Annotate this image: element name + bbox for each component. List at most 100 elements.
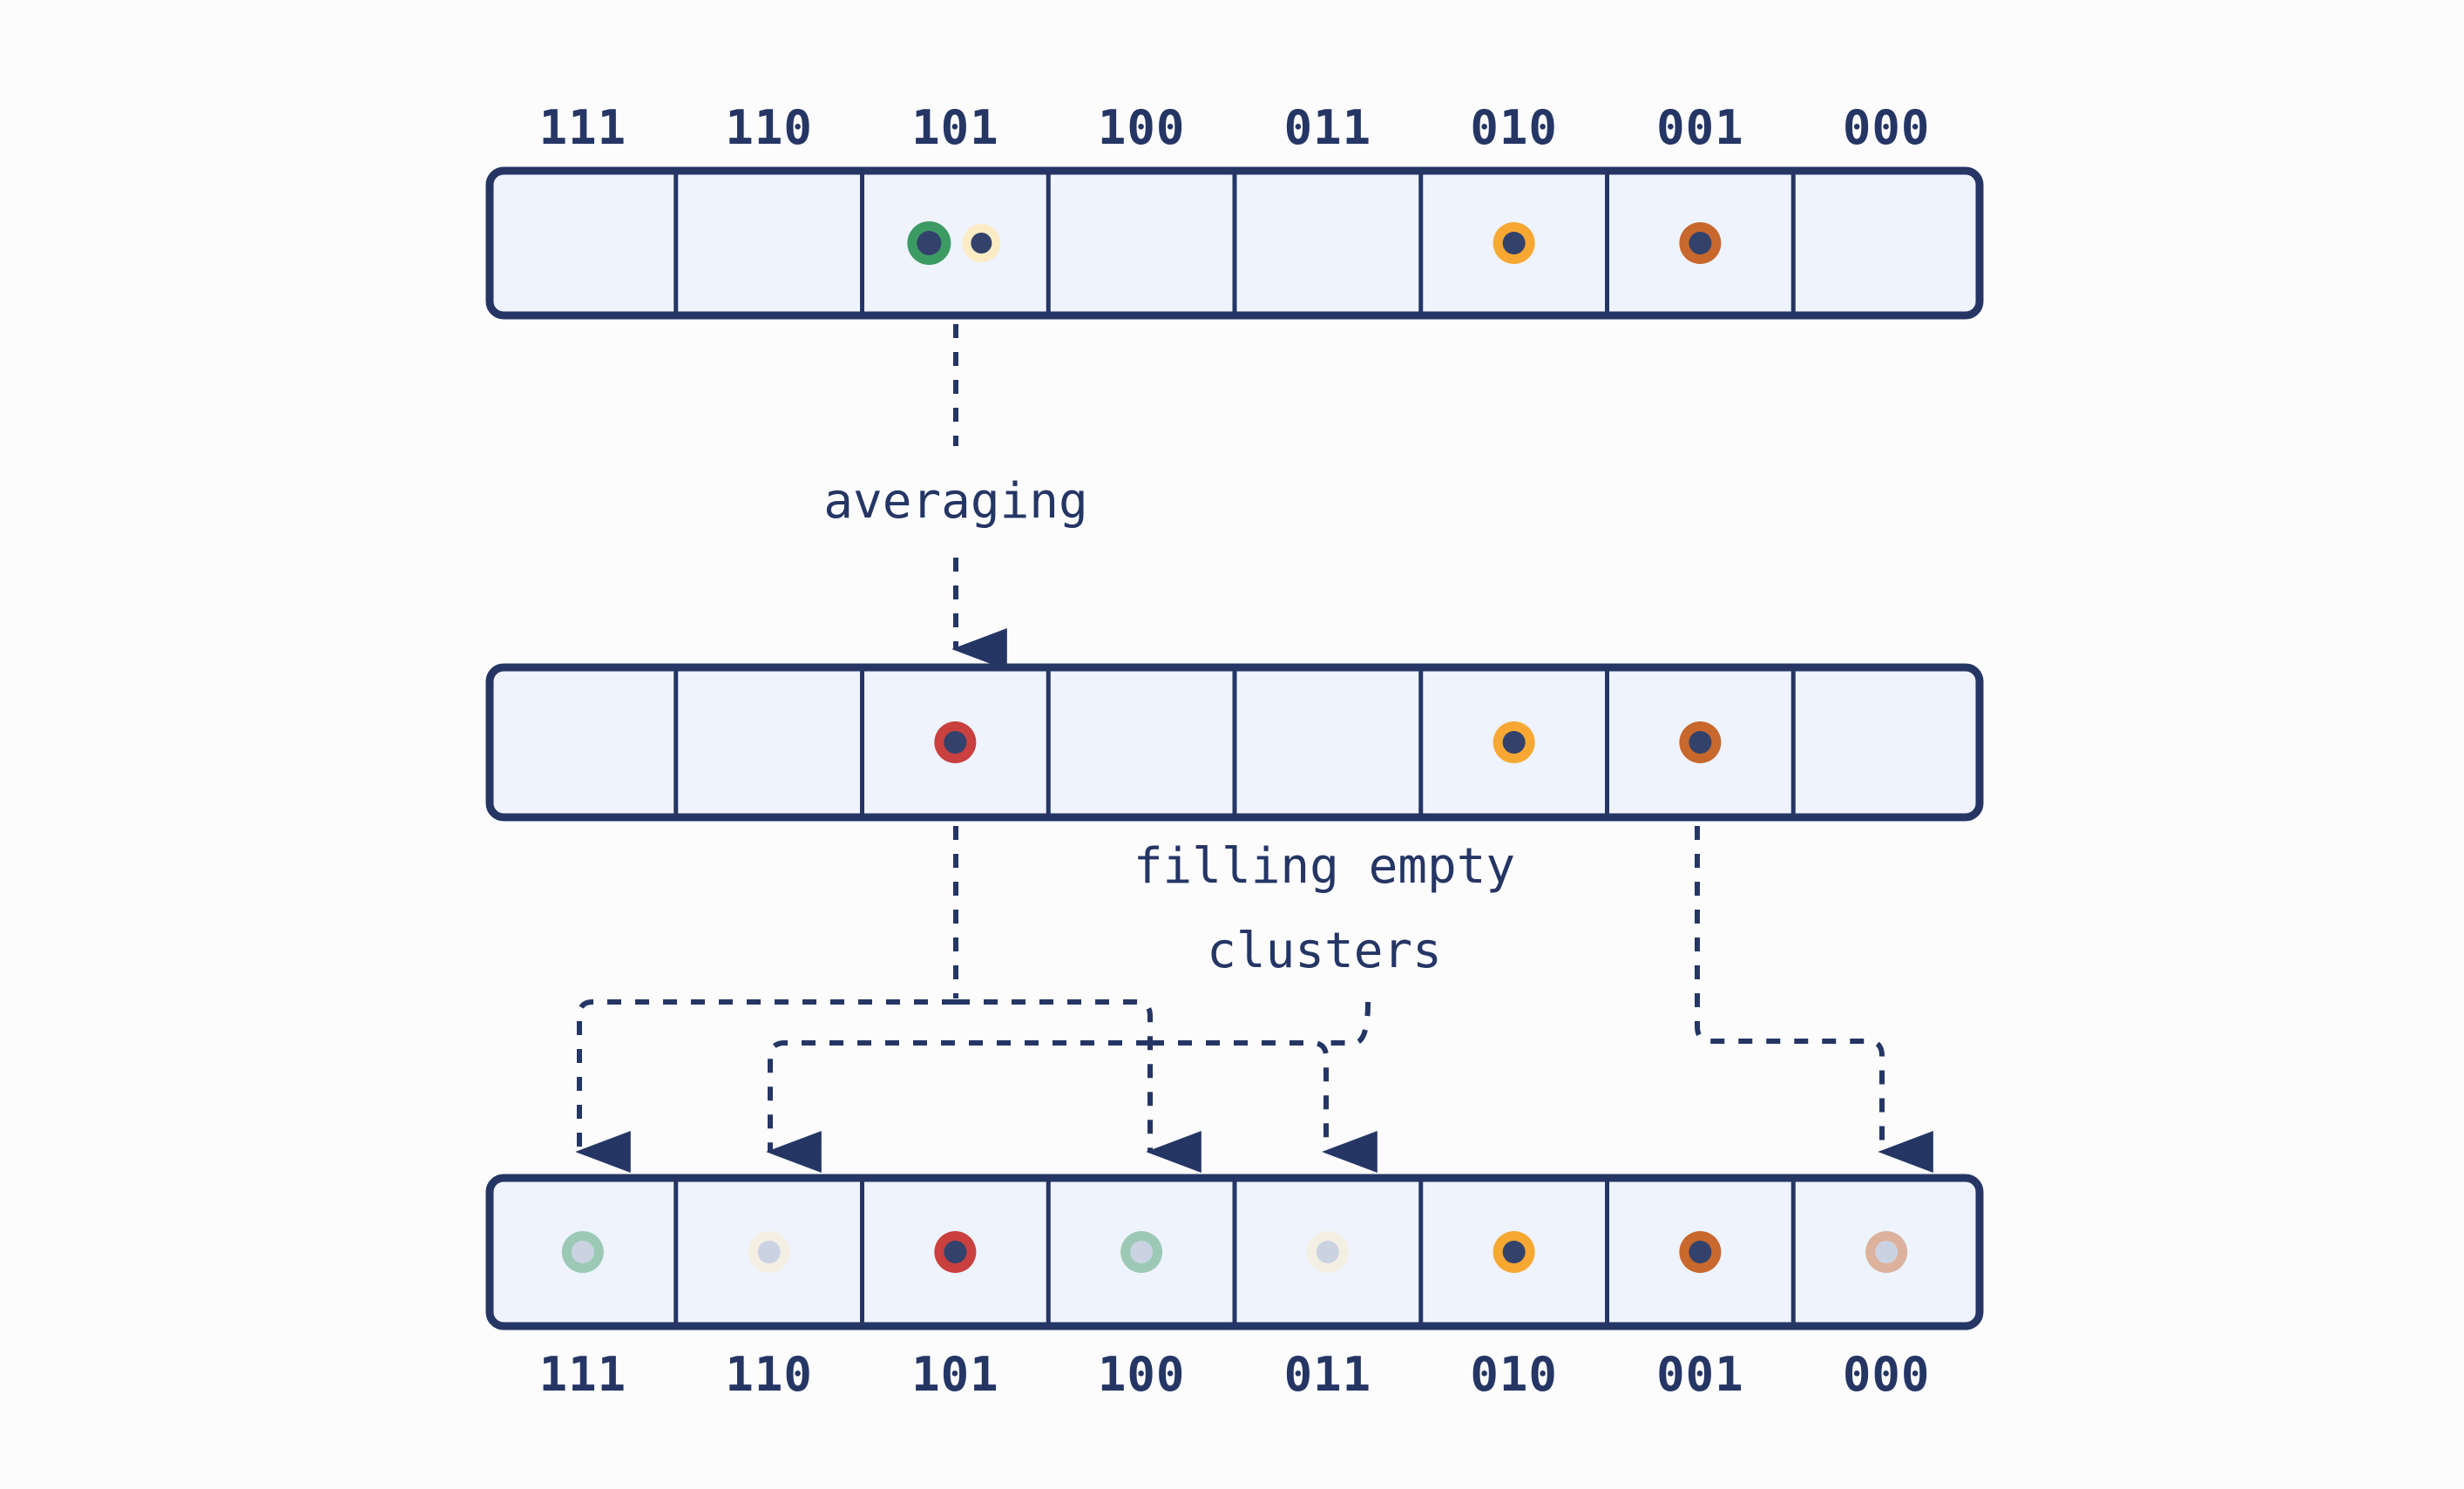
cell-hit-area[interactable] — [490, 667, 676, 817]
bottom-label-row: 111 110 101 100 011 010 001 000 — [539, 1347, 1931, 1402]
filling-label-line1: filling empty — [1134, 838, 1515, 895]
row-outline — [485, 663, 1984, 822]
dot-cream-faded[interactable] — [748, 1231, 790, 1273]
cell-100[interactable] — [1048, 667, 1235, 817]
cell-001[interactable] — [1608, 1178, 1794, 1326]
dot-core — [1689, 1241, 1712, 1263]
bottom-label-110: 110 — [725, 1347, 813, 1402]
dot-burnt-faded[interactable] — [1865, 1231, 1908, 1273]
dot-burnt[interactable] — [1679, 1231, 1722, 1273]
filling-connectors — [575, 826, 1933, 1174]
dot-ring — [561, 1231, 604, 1273]
cell-100[interactable] — [1048, 1178, 1235, 1326]
step-label-filling: filling empty clusters — [1134, 838, 1515, 979]
dot-ring — [748, 1231, 790, 1273]
dot-core — [1689, 232, 1712, 254]
cell-hit-area[interactable] — [1793, 171, 1980, 315]
top-label-001: 001 — [1656, 100, 1744, 155]
cell-100[interactable] — [1048, 171, 1235, 315]
cell-110[interactable] — [676, 171, 863, 315]
dot-ring — [1306, 1231, 1349, 1273]
cell-111[interactable] — [490, 1178, 676, 1326]
cell-hit-area[interactable] — [676, 171, 863, 315]
dot-core — [1689, 731, 1712, 754]
row-filled — [485, 1174, 1984, 1330]
bottom-label-010: 010 — [1470, 1347, 1558, 1402]
dot-core — [1316, 1241, 1339, 1263]
top-label-010: 010 — [1470, 100, 1558, 155]
dot-core — [1130, 1241, 1154, 1263]
dot-core — [944, 731, 967, 754]
cell-110[interactable] — [676, 667, 863, 817]
bottom-label-001: 001 — [1656, 1347, 1744, 1402]
dot-core — [917, 231, 942, 255]
top-label-100: 100 — [1098, 100, 1186, 155]
row-averaged — [485, 663, 1984, 822]
cell-hit-area[interactable] — [1048, 667, 1235, 817]
averaging-label: averaging — [823, 473, 1087, 530]
cell-hit-area[interactable] — [1793, 667, 1980, 817]
dot-red[interactable] — [934, 721, 977, 763]
cell-101[interactable] — [863, 667, 1049, 817]
cell-hit-area[interactable] — [1235, 171, 1421, 315]
cell-110[interactable] — [676, 1178, 863, 1326]
cell-hit-area[interactable] — [1048, 171, 1235, 315]
cell-101[interactable] — [863, 171, 1049, 315]
dot-core — [944, 1241, 967, 1263]
dot-green[interactable] — [907, 221, 951, 265]
cell-hit-area[interactable] — [490, 171, 676, 315]
cell-010[interactable] — [1421, 1178, 1608, 1326]
cell-011[interactable] — [1235, 1178, 1421, 1326]
bottom-label-000: 000 — [1843, 1347, 1931, 1402]
bottom-label-101: 101 — [911, 1347, 999, 1402]
dot-burnt[interactable] — [1679, 721, 1722, 763]
cell-hit-area[interactable] — [1235, 667, 1421, 817]
filling-label-line2: clusters — [1207, 923, 1442, 979]
dot-green-faded[interactable] — [1120, 1231, 1163, 1273]
row-outline — [485, 166, 1984, 320]
dot-amber[interactable] — [1493, 222, 1535, 264]
dot-green-faded[interactable] — [561, 1231, 604, 1273]
dot-amber[interactable] — [1493, 1231, 1535, 1273]
row-input — [485, 166, 1984, 320]
cell-hit-area[interactable] — [863, 171, 1049, 315]
top-label-110: 110 — [725, 100, 813, 155]
dot-cream[interactable] — [962, 224, 1001, 262]
dot-core — [1502, 1241, 1526, 1263]
cell-000[interactable] — [1793, 171, 1980, 315]
cell-011[interactable] — [1235, 171, 1421, 315]
cell-000[interactable] — [1793, 667, 1980, 817]
dot-ring — [1120, 1231, 1163, 1273]
top-label-111: 111 — [539, 100, 627, 155]
cell-101[interactable] — [863, 1178, 1049, 1326]
dot-burnt[interactable] — [1679, 222, 1722, 264]
bottom-label-111: 111 — [539, 1347, 627, 1402]
cell-111[interactable] — [490, 667, 676, 817]
dot-amber[interactable] — [1493, 721, 1535, 763]
dot-red[interactable] — [934, 1231, 977, 1273]
dot-ring — [1865, 1231, 1908, 1273]
dot-core — [971, 233, 992, 254]
cell-011[interactable] — [1235, 667, 1421, 817]
cell-010[interactable] — [1421, 171, 1608, 315]
row-outline — [485, 1174, 1984, 1330]
bottom-label-100: 100 — [1098, 1347, 1186, 1402]
top-label-101: 101 — [911, 100, 999, 155]
bottom-label-011: 011 — [1284, 1347, 1372, 1402]
dot-core — [1502, 731, 1526, 754]
step-label-averaging: averaging — [823, 473, 1087, 530]
cell-hit-area[interactable] — [676, 667, 863, 817]
dot-cream-faded[interactable] — [1306, 1231, 1349, 1273]
dot-core — [757, 1241, 781, 1263]
cell-010[interactable] — [1421, 667, 1608, 817]
top-label-011: 011 — [1284, 100, 1372, 155]
cell-001[interactable] — [1608, 171, 1794, 315]
cell-001[interactable] — [1608, 667, 1794, 817]
cell-000[interactable] — [1793, 1178, 1980, 1326]
dot-core — [1502, 232, 1526, 254]
dot-core — [1875, 1241, 1899, 1263]
cell-111[interactable] — [490, 171, 676, 315]
